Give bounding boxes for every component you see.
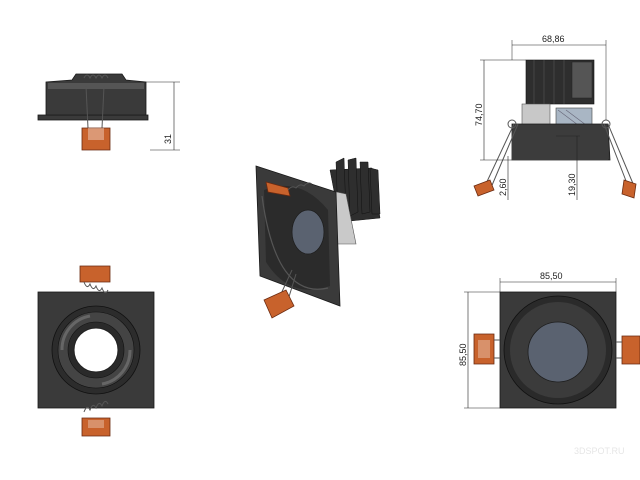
spring-clip-bottom [81, 417, 111, 437]
spring-clip-iso-bottom [263, 289, 295, 319]
spring-clip [81, 127, 111, 151]
spring-clip-left [473, 179, 495, 197]
spring-clip-front-right [621, 335, 640, 365]
spring-clip-front-left [473, 333, 495, 365]
spring-clip-top [79, 265, 111, 283]
spring-coil [83, 74, 109, 129]
dim-total-height: 74,70 [474, 103, 484, 126]
dim-top-width: 68,86 [542, 34, 565, 44]
watermark: 3DSPOT.RU [574, 446, 625, 456]
lens [291, 209, 325, 255]
dim-square-width: 85,50 [540, 271, 563, 281]
dim-flange: 2,60 [498, 178, 508, 196]
dim-side-height: 31 [163, 134, 173, 144]
isometric-view [255, 157, 381, 319]
section-view: 68,86 74,70 2,60 19,30 [473, 34, 637, 200]
top-view [37, 265, 155, 437]
spring-clip-iso-top [265, 181, 291, 197]
dim-square-height: 85,50 [458, 343, 468, 366]
side-view: 31 [37, 73, 180, 151]
dim-depth: 19,30 [567, 173, 577, 196]
lens-front [527, 321, 589, 383]
front-face-view: 85,50 85,50 [458, 271, 640, 409]
spring-clip-right [621, 179, 637, 199]
